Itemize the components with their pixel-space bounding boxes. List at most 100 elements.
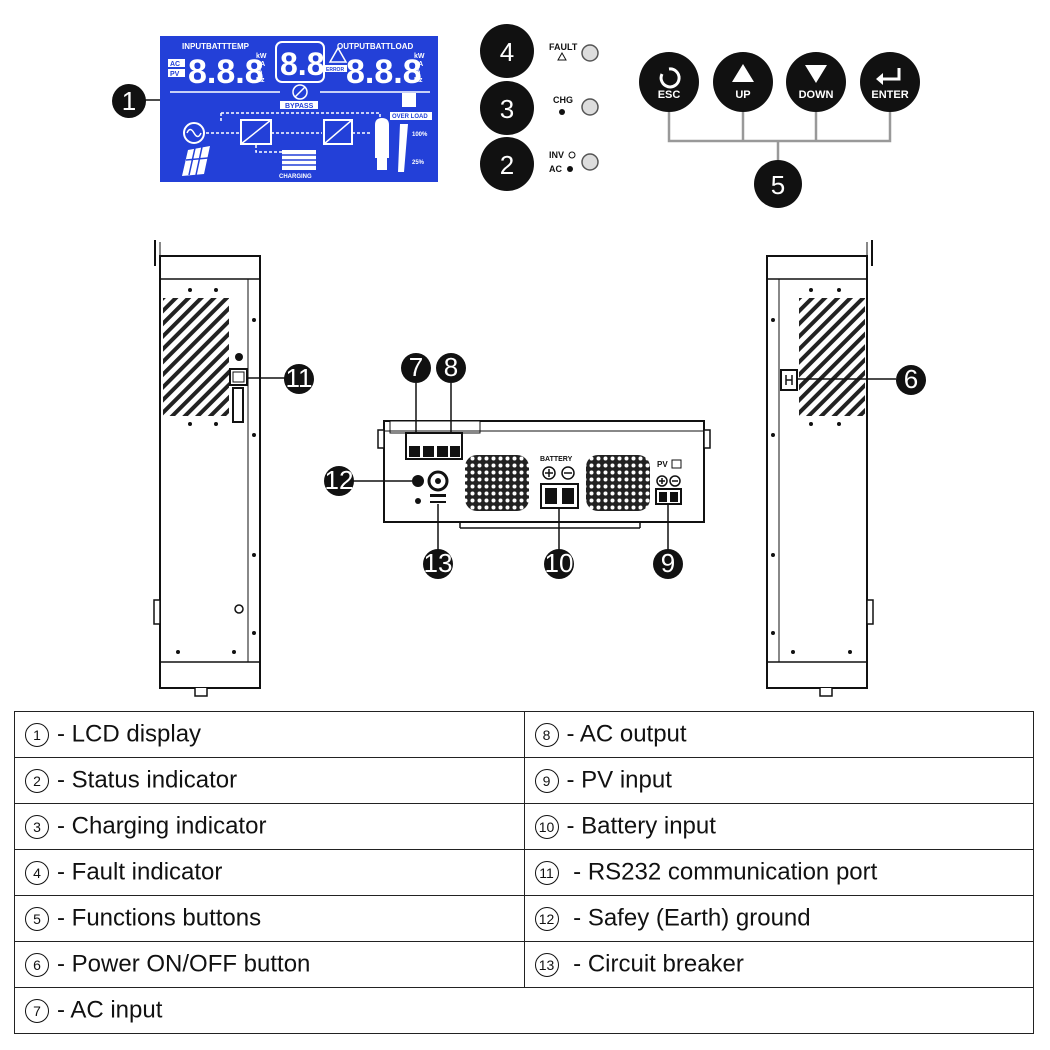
fault-warning-icon xyxy=(557,51,567,61)
svg-text:Hz: Hz xyxy=(256,77,265,84)
legend-row: 4- Fault indicator 11 - RS232 communicat… xyxy=(14,849,1034,896)
right-vent xyxy=(799,298,865,416)
lcd-solar-panel-icon xyxy=(182,146,210,176)
lcd-25-label: 25% xyxy=(412,160,425,166)
chg-sun-icon xyxy=(559,109,565,115)
bottom-fan-left xyxy=(465,455,529,511)
lcd-pv-label: PV xyxy=(170,71,180,78)
callout-6: 6 xyxy=(896,364,926,395)
legend-item-12: 12 - Safey (Earth) ground xyxy=(523,895,1034,942)
status-led xyxy=(581,153,599,171)
legend-item-8: 8- AC output xyxy=(523,711,1034,758)
chg-led xyxy=(581,98,599,116)
lcd-disabled-icon xyxy=(292,84,308,100)
legend-row: 2- Status indicator 9- PV input xyxy=(14,757,1034,804)
inv-label: INV xyxy=(549,150,564,160)
battery-minus-icon xyxy=(561,466,575,480)
ac-label: AC xyxy=(549,164,562,174)
svg-text:kW: kW xyxy=(256,53,267,60)
legend-item-11: 11 - RS232 communication port xyxy=(523,849,1034,896)
enter-button[interactable]: ENTER xyxy=(860,52,920,112)
up-label: UP xyxy=(735,89,750,101)
lcd-battery-icon xyxy=(282,150,316,170)
side-connector xyxy=(232,387,244,423)
lcd-overload-label: OVER LOAD xyxy=(392,114,428,120)
callout-13: 13 xyxy=(423,548,453,579)
callout-9: 9 xyxy=(653,548,683,579)
lcd-load-bar xyxy=(398,124,408,172)
inv-sun-icon xyxy=(568,151,576,159)
up-arrow-icon xyxy=(732,64,754,82)
right-side-view: 6 xyxy=(766,240,926,697)
svg-text:4: 4 xyxy=(500,37,514,67)
pv-terminal[interactable] xyxy=(655,488,682,505)
function-buttons: ESC UP DOWN ENTER 5 xyxy=(639,52,920,208)
lcd-right-digits: 8.8.8 xyxy=(346,53,422,91)
legend-row: 7- AC input xyxy=(14,987,1034,1034)
fault-label: FAULT xyxy=(549,42,578,52)
esc-label: ESC xyxy=(658,89,681,101)
lcd-display: INPUTBATTTEMP OUTPUTBATTLOAD AC PV 8.8.8… xyxy=(160,36,438,182)
lcd-left-units: kW VA % Hz xyxy=(256,53,267,84)
rs232-port[interactable] xyxy=(229,368,248,386)
legend-item-13: 13 - Circuit breaker xyxy=(523,941,1034,988)
enter-icon xyxy=(880,68,901,81)
inverter-diagram: INPUTBATTTEMP OUTPUTBATTLOAD AC PV 8.8.8… xyxy=(112,24,926,697)
callout-7: 7 xyxy=(401,352,431,383)
svg-text:12: 12 xyxy=(325,465,354,495)
legend-item-9: 9- PV input xyxy=(523,757,1034,804)
callout-12: 12 xyxy=(324,465,354,496)
left-vent xyxy=(163,298,229,416)
svg-text:%: % xyxy=(414,69,421,76)
lcd-right-units: kW VA % Hz xyxy=(414,53,425,84)
pv-plus-icon xyxy=(656,475,668,487)
down-button[interactable]: DOWN xyxy=(786,52,846,112)
battery-terminal[interactable] xyxy=(540,483,579,509)
svg-text:10: 10 xyxy=(545,548,574,578)
bottom-view: BATTERY PV 7 xyxy=(324,352,711,579)
callout-2: 2 xyxy=(480,137,534,191)
down-label: DOWN xyxy=(799,89,834,101)
lcd-load-bulb-icon xyxy=(375,118,389,170)
left-side-view: 11 xyxy=(153,240,314,697)
legend-table: 1- LCD display 8- AC output 2- Status in… xyxy=(14,711,1034,1034)
lcd-warning-icon xyxy=(328,46,348,63)
ac-sun-icon xyxy=(567,166,573,172)
lcd-ac-label: AC xyxy=(170,61,180,68)
earth-ground[interactable] xyxy=(412,475,424,487)
lcd-charging-label: CHARGING xyxy=(279,174,312,180)
esc-button[interactable]: ESC xyxy=(639,52,699,112)
legend-item-7: 7- AC input xyxy=(14,987,1034,1034)
pv-panel-icon xyxy=(671,459,682,469)
legend-item-1: 1- LCD display xyxy=(14,711,525,758)
svg-text:2: 2 xyxy=(500,150,514,180)
callout-1: 1 xyxy=(112,84,160,118)
battery-plus-icon xyxy=(542,466,556,480)
svg-text:%: % xyxy=(256,69,263,76)
svg-text:VA: VA xyxy=(256,61,265,68)
svg-text:Hz: Hz xyxy=(414,77,423,84)
legend-item-2: 2- Status indicator xyxy=(14,757,525,804)
svg-text:7: 7 xyxy=(409,352,423,382)
lcd-converter-icon xyxy=(240,119,272,145)
svg-text:5: 5 xyxy=(771,170,785,200)
svg-text:VA: VA xyxy=(414,61,423,68)
callout-10: 10 xyxy=(544,548,574,579)
fault-led xyxy=(581,44,599,62)
bottom-fan-right xyxy=(586,455,650,511)
lcd-left-digits: 8.8.8 xyxy=(188,53,264,91)
svg-text:1: 1 xyxy=(122,86,136,116)
callout-4: 4 xyxy=(480,24,534,78)
legend-item-10: 10- Battery input xyxy=(523,803,1034,850)
up-button[interactable]: UP xyxy=(713,52,773,112)
down-arrow-icon xyxy=(805,65,827,83)
lcd-speaker-icon xyxy=(402,93,416,107)
ac-terminals[interactable] xyxy=(405,432,463,460)
pv-minus-icon xyxy=(669,475,681,487)
lcd-error-label: ERROR xyxy=(326,67,344,73)
callout-8: 8 xyxy=(436,352,466,383)
lcd-mid-digits: 8.8 xyxy=(280,46,324,82)
esc-icon xyxy=(659,67,681,89)
legend-row: 5- Functions buttons 12 - Safey (Earth) … xyxy=(14,895,1034,942)
svg-text:9: 9 xyxy=(661,548,675,578)
